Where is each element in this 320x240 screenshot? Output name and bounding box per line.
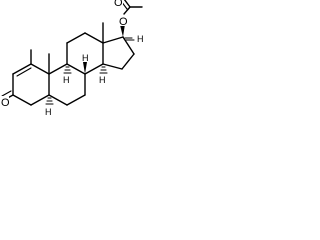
- bond-c4-c3: [12, 94, 32, 106]
- bond-carbonyl-o: [123, 0, 131, 8]
- carbonyl-oxygen-label: O: [114, 0, 123, 9]
- bond-c1-c10: [30, 63, 50, 75]
- bond-o-carbonyl-carbon: [123, 6, 131, 15]
- h17-stereo: H: [124, 34, 144, 44]
- h9-label: H: [63, 75, 70, 85]
- h17-label: H: [137, 34, 144, 44]
- ring-d: [102, 36, 135, 70]
- h5-stereo: H: [45, 97, 54, 117]
- ring-c: [66, 32, 104, 75]
- bond-c15-c14: [102, 63, 123, 70]
- ring-b: [48, 63, 86, 106]
- bond-c10-c9: [48, 63, 68, 75]
- acetate-group: O O: [113, 0, 143, 37]
- bond-c12-c13: [84, 32, 104, 44]
- bond-c16-c15: [121, 53, 135, 70]
- h8-stereo: H: [82, 53, 89, 74]
- bond-c6-c5: [48, 94, 68, 106]
- steroid-structure-diagram: O O O: [0, 0, 144, 117]
- bond-c2-c1-double: [16, 67, 32, 77]
- bond-c11-c12: [66, 32, 86, 44]
- bond-c13-c17: [102, 36, 124, 44]
- ketone-group: O: [0, 90, 14, 109]
- wedge-c17-o: [120, 24, 125, 37]
- h14-label: H: [99, 75, 106, 85]
- bond-c7-c6: [66, 94, 86, 106]
- ketone-oxygen-label: O: [1, 97, 10, 109]
- bond-c2-c1: [12, 63, 32, 75]
- h5-label: H: [45, 107, 52, 117]
- wedge-h8: [83, 62, 87, 74]
- h14-stereo: H: [99, 66, 108, 85]
- h9-stereo: H: [63, 66, 72, 85]
- bond-c14-c8: [84, 63, 104, 75]
- bond-c3-o-double: [1, 90, 12, 97]
- ring-a: [12, 63, 50, 106]
- h8-label: H: [82, 53, 89, 63]
- bond-c9-c8: [66, 63, 86, 75]
- ester-oxygen-label: O: [119, 16, 128, 28]
- bond-c5-c4: [30, 94, 50, 106]
- bond-c17-c16: [122, 36, 135, 55]
